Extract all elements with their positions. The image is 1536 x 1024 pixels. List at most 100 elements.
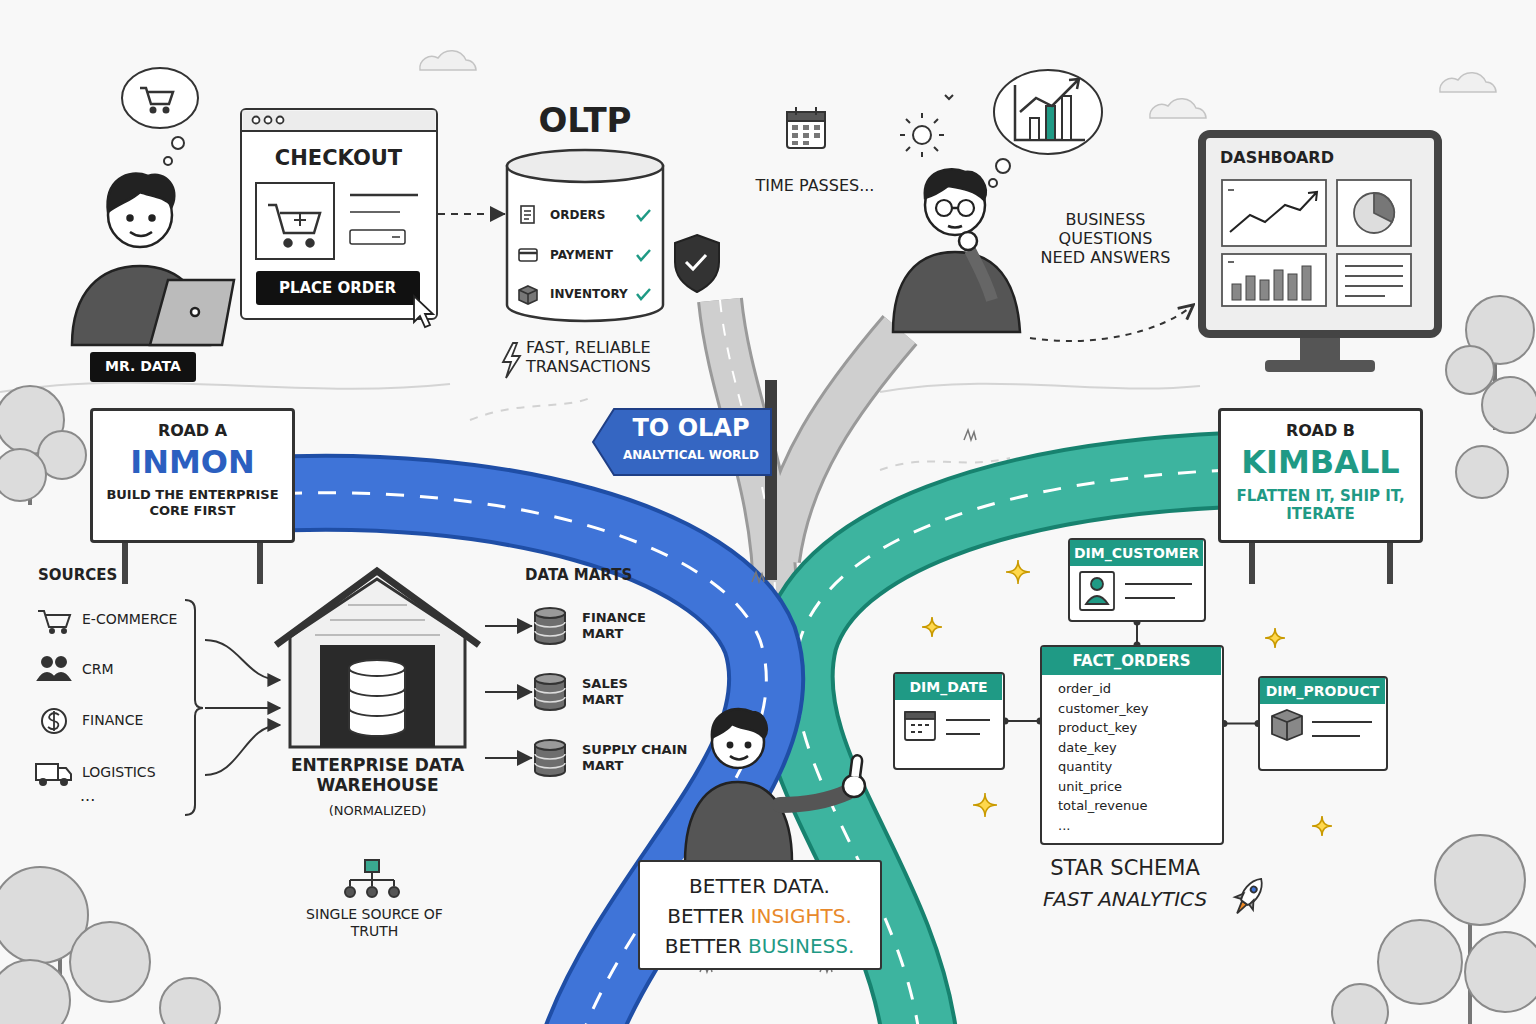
source-icon: [61, 779, 67, 785]
tree: [1446, 346, 1494, 394]
data-mart: FINANCE MART: [532, 605, 707, 647]
calendar-icon: [792, 125, 820, 145]
flow-arrow: [485, 757, 532, 759]
person: [730, 756, 748, 760]
monitor-stand: [1300, 336, 1340, 364]
person: [108, 174, 175, 212]
source-name: CRM: [82, 661, 184, 678]
table-field: total_revenue: [1058, 798, 1218, 814]
source-icon: [38, 611, 70, 627]
product-icon: [1312, 722, 1372, 736]
node-label: BUILD THE ENTERPRISE CORE FIRST: [101, 487, 284, 518]
source-name: E-COMMERCE: [82, 611, 184, 628]
table-header: DIM_DATE: [895, 674, 1002, 700]
person: [958, 200, 974, 216]
cylinder-top: [507, 150, 663, 182]
node-label: (NORMALIZED): [270, 803, 485, 819]
caption-text: FAST ANALYTICS: [1025, 887, 1225, 911]
calendar-icon: [814, 133, 820, 138]
cylinder-band: [535, 622, 565, 636]
thought-bubble: [164, 157, 172, 165]
thought-bubble: [994, 70, 1102, 154]
node-label: BETTER INSIGHTS.: [640, 904, 879, 928]
window-controls: [242, 111, 436, 132]
check-mark: [637, 210, 650, 220]
date-icon: [905, 712, 935, 740]
sign-post: [1387, 540, 1393, 584]
person: [130, 232, 152, 236]
thought-bubble: [151, 108, 156, 113]
person: [893, 169, 1020, 332]
cylinder-band: [535, 754, 565, 768]
node-label: ROAD A: [93, 421, 292, 440]
customer-icon: [1091, 578, 1103, 590]
road: [250, 493, 766, 1024]
person: [685, 782, 792, 862]
road: [250, 493, 766, 1024]
screen-title: DASHBOARD: [1220, 148, 1380, 167]
caption-text: STAR SCHEMA: [1025, 856, 1225, 881]
mart-outline: [532, 737, 568, 779]
hierarchy-icon: [365, 860, 379, 872]
record-icon: [521, 206, 534, 223]
source-icon: [42, 657, 52, 667]
sun-icon: [900, 95, 953, 157]
product-icon: [1272, 716, 1302, 740]
thought-bubble: [1062, 96, 1071, 140]
window-controls: [253, 117, 260, 124]
tree: [1456, 446, 1508, 498]
person: [685, 709, 865, 862]
customer-icon: [1080, 572, 1114, 610]
chart-panel: [1337, 254, 1411, 306]
hierarchy-icon: [345, 887, 355, 897]
road-sign: ROAD BKIMBALLFLATTEN IT, SHIP IT, ITERAT…: [1218, 408, 1423, 543]
cloud: [1150, 99, 1206, 118]
chart-panel: [1260, 280, 1269, 300]
tree: [1378, 920, 1462, 1004]
slogan-accent: INSIGHTS.: [744, 904, 852, 928]
tree: [1482, 377, 1536, 433]
mart-outline: [532, 605, 568, 647]
source-icon: [36, 764, 58, 780]
chart-panel: [1337, 180, 1411, 246]
node-label: SUPPLY CHAIN MART: [582, 742, 700, 773]
chart-panel: [1354, 193, 1394, 233]
arrow-sign: [593, 409, 771, 475]
slogan-accent: BUSINESS.: [742, 934, 855, 958]
table-header: DIM_CUSTOMER: [1070, 540, 1203, 566]
person: [925, 169, 986, 200]
group-heading: SOURCES: [38, 566, 168, 584]
slogan-sign: BETTER DATA.BETTER INSIGHTS.BETTER BUSIN…: [638, 860, 882, 970]
window-controls: [265, 117, 272, 124]
node-label: PAYMENT: [550, 248, 642, 262]
tree: [1435, 835, 1525, 925]
chart-panel: [1222, 254, 1326, 306]
thought-bubble: [1046, 106, 1055, 140]
tree: [0, 449, 46, 501]
flow-arrow: [485, 625, 532, 627]
database-icon: [349, 660, 405, 676]
hierarchy-icon: [389, 887, 399, 897]
cloud: [420, 51, 476, 70]
cart-icon: [268, 205, 320, 233]
grass: [964, 430, 976, 440]
table-field: unit_price: [1058, 779, 1218, 795]
node-label: SALES MART: [582, 676, 662, 707]
check-mark: [637, 210, 650, 299]
caption-text: BUSINESS QUESTIONS NEED ANSWERS: [1038, 210, 1173, 268]
table-field: customer_key: [1058, 701, 1218, 717]
flow-arrow: [205, 707, 280, 709]
building-shingles: [315, 605, 440, 635]
sparkle: [1312, 816, 1332, 836]
person: [780, 792, 848, 805]
node-label: INVENTORY: [550, 287, 642, 301]
sign-post: [1249, 540, 1255, 584]
source-icon: [38, 673, 70, 680]
form-lines: [350, 230, 405, 244]
slogan-word: BETTER: [667, 904, 744, 928]
thought-bubble: [1020, 79, 1079, 112]
window-controls: [243, 111, 436, 131]
person: [959, 232, 977, 250]
table-field: ...: [1058, 818, 1218, 834]
cart-icon: [256, 183, 334, 259]
